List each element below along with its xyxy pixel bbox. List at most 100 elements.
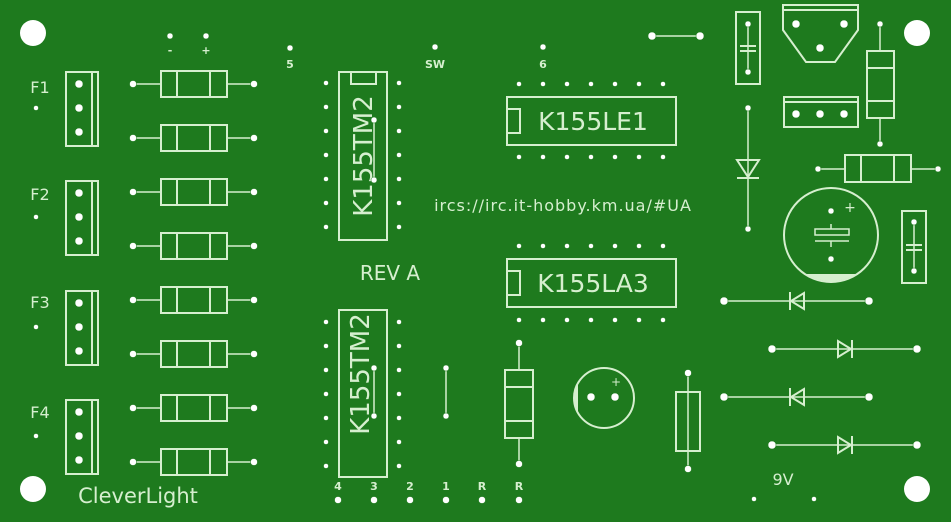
solder-pad — [74, 346, 84, 356]
solder-pad — [74, 407, 84, 417]
board-title: CleverLight — [78, 484, 198, 508]
ic-label-u4: K155LA3 — [537, 269, 649, 298]
solder-pad — [636, 317, 642, 323]
solder-pad — [564, 243, 570, 249]
diode — [772, 339, 917, 359]
solder-pad — [74, 79, 84, 89]
mounting-hole — [20, 20, 46, 46]
solder-pad — [396, 463, 402, 469]
pin-label: 2 — [406, 480, 414, 493]
solder-pad — [539, 43, 547, 51]
solder-pad — [323, 415, 329, 421]
solder-pad — [323, 200, 329, 206]
solder-pad — [516, 243, 522, 249]
solder-pad — [660, 81, 666, 87]
solder-pad — [370, 116, 378, 124]
resistor — [133, 70, 254, 98]
solder-pad — [74, 103, 84, 113]
solder-pad — [370, 496, 378, 504]
solder-pad — [129, 458, 137, 466]
solder-pad — [612, 317, 618, 323]
solder-pad — [684, 465, 692, 473]
solder-pad — [129, 296, 137, 304]
solder-pad — [74, 127, 84, 137]
solder-pad — [74, 212, 84, 222]
solder-pad — [814, 165, 822, 173]
fuse-connector-f1 — [65, 71, 99, 147]
solder-pad — [396, 367, 402, 373]
solder-pad — [323, 152, 329, 158]
mounting-hole — [904, 20, 930, 46]
solder-pad — [588, 81, 594, 87]
mounting-hole — [904, 476, 930, 502]
connector-3pin — [783, 96, 859, 128]
solder-pad — [910, 218, 918, 226]
solder-pad — [74, 236, 84, 246]
solder-pad — [250, 296, 258, 304]
solder-pad — [250, 350, 258, 358]
solder-pad — [516, 154, 522, 160]
electrolytic-capacitor-small: + — [573, 367, 635, 429]
fuse-label-f3: F3 — [30, 293, 49, 312]
solder-pad — [396, 176, 402, 182]
solder-pad — [515, 339, 523, 347]
solder-pad — [323, 367, 329, 373]
solder-pad — [684, 369, 692, 377]
solder-pad — [744, 225, 752, 233]
pin-label: 4 — [334, 480, 342, 493]
solder-pad — [129, 188, 137, 196]
solder-pad — [442, 412, 450, 420]
solder-pad — [612, 81, 618, 87]
solder-pad — [396, 104, 402, 110]
solder-pad — [564, 317, 570, 323]
solder-pad — [396, 343, 402, 349]
solder-pad — [74, 188, 84, 198]
ic-label-u2: K155TM2 — [346, 313, 376, 435]
resistor-vertical-top — [866, 24, 895, 144]
solder-pad — [129, 350, 137, 358]
pin6-label: 6 — [539, 58, 547, 71]
solder-pad — [540, 243, 546, 249]
diode — [724, 291, 869, 311]
fuse-label-f1: F1 — [30, 78, 49, 97]
solder-pad — [250, 458, 258, 466]
solder-pad — [767, 344, 777, 354]
solder-pad — [166, 32, 174, 40]
solder-pad — [660, 154, 666, 160]
pin-label: R — [478, 480, 487, 493]
solder-pad — [516, 317, 522, 323]
ic-outline — [338, 309, 388, 478]
electrolytic-capacitor-large: + — [783, 187, 879, 283]
solder-pad — [323, 224, 329, 230]
solder-pad — [791, 19, 801, 29]
resistor-horizontal-right — [818, 154, 938, 183]
solder-pad — [442, 496, 450, 504]
fuse-label-f4: F4 — [30, 403, 49, 422]
pin5-label: 5 — [286, 58, 294, 71]
solder-pad — [370, 364, 378, 372]
solder-pad — [636, 154, 642, 160]
solder-pad — [934, 165, 942, 173]
solder-pad — [431, 43, 439, 51]
pin-label: 1 — [442, 480, 450, 493]
minus-label: - — [168, 44, 173, 57]
solder-pad — [396, 224, 402, 230]
fuse-holder-vertical — [675, 373, 701, 469]
solder-pad — [516, 81, 522, 87]
sw-label: SW — [425, 58, 445, 71]
solder-pad — [74, 455, 84, 465]
solder-pad — [396, 128, 402, 134]
solder-pad — [396, 319, 402, 325]
diode-vertical — [735, 108, 761, 229]
voltage-regulator — [782, 4, 859, 63]
solder-pad — [647, 31, 657, 41]
solder-pad — [334, 496, 342, 504]
solder-pad — [876, 20, 884, 28]
solder-pad — [286, 44, 294, 52]
solder-pad — [202, 32, 210, 40]
solder-pad — [636, 243, 642, 249]
solder-pad — [323, 80, 329, 86]
cap-plus-label: + — [611, 375, 621, 389]
solder-pad — [323, 319, 329, 325]
